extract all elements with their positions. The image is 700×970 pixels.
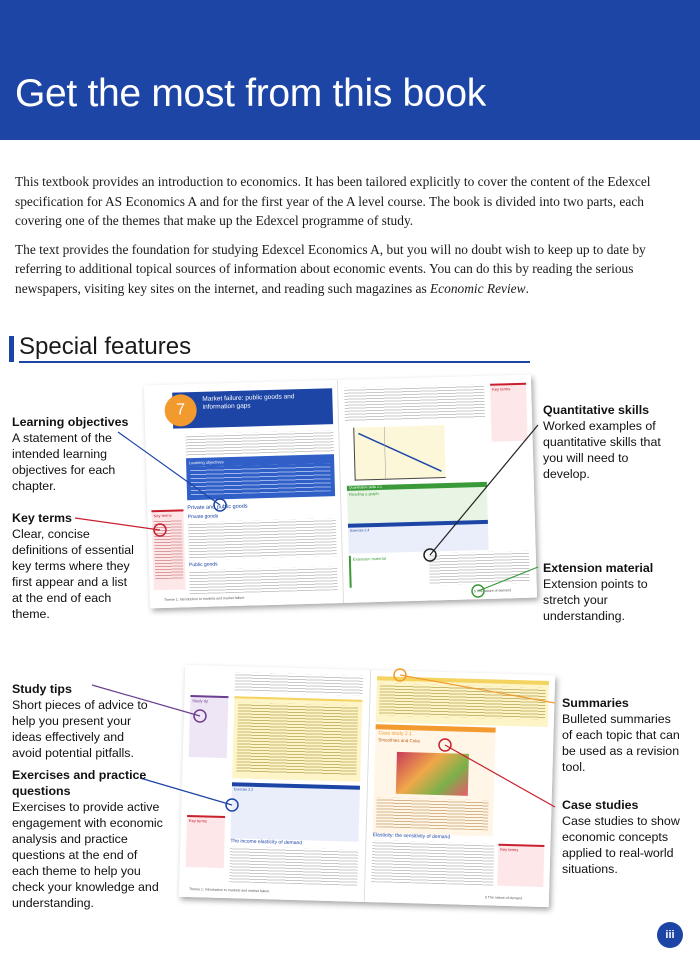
subheading-income-elasticity: The income elasticity of demand [230,838,303,847]
section-accent-bar [9,336,14,362]
objectives-lines [190,463,331,496]
spread-bottom-left-page: Study tip Exercise 2.2 Key terms The inc… [178,664,372,902]
feature-desc: Case studies to show economic concepts a… [562,814,680,876]
feature-title: Summaries [562,696,629,710]
feature-quantitative-skills: Quantitative skills Worked examples of q… [543,402,668,482]
feature-title: Case studies [562,798,639,812]
feature-title: Learning objectives [12,415,129,429]
body-text-block-5 [428,550,530,586]
key-terms-box-bottom: Key terms [185,814,226,869]
summary-box-left [232,696,363,782]
subheading-private-public: Private and public goods [187,503,248,512]
footer-left-2: Theme 1: Introduction to markets and mar… [188,887,270,894]
page-number-badge: iii [657,922,683,948]
learning-objectives-box: Learning objectives [186,454,336,501]
intro-paragraph-2: The text provides the foundation for stu… [15,240,685,299]
exercise-box: Exercise 2.4 [347,519,489,554]
key-terms-box: Key terms [151,509,186,591]
feature-desc: Clear, concise definitions of essential … [12,527,134,621]
section-title: Special features [19,333,192,360]
exercise-box-2: Exercise 2.2 [230,782,361,842]
feature-desc: A statement of the intended learning obj… [12,431,116,493]
body-text-block-2 [187,518,337,561]
section-underline [19,361,530,363]
sample-spread-top: 7 Market failure: public goods and infor… [143,374,538,609]
body-text-block-7 [229,846,359,886]
feature-title: Extension material [543,561,654,575]
intro-paragraph-1: This textbook provides an introduction t… [15,174,651,228]
feature-desc: Exercises to provide active engagement w… [12,800,163,910]
summary-box [375,676,550,728]
graph-figure [353,425,446,481]
feature-title: Quantitative skills [543,403,650,417]
key-terms-lines [153,518,184,580]
exercise-heading-2: Exercise 2.2 [233,787,254,792]
intro-paragraph-2-text: The text provides the foundation for stu… [15,241,646,296]
magazine-title: Economic Review [430,280,526,296]
key-terms-box-bottom-right: Key terms [497,843,545,887]
feature-exercises: Exercises and practice questions Exercis… [12,767,167,911]
key-terms-box-right: Key terms [490,382,528,442]
body-text-block-8 [371,840,495,886]
intro-paragraph-2-end: . [525,280,529,296]
page-title: Get the most from this book [15,72,486,115]
sample-spread-bottom: Study tip Exercise 2.2 Key terms The inc… [178,664,556,908]
feature-learning-objectives: Learning objectives A statement of the i… [12,414,130,494]
subheading-public-goods: Public goods [188,561,218,569]
feature-desc: Bulleted summaries of each topic that ca… [562,712,680,774]
case-study-lines [375,797,489,831]
quant-skills-box: Quantitative skills 2.1 Reading a graph [346,481,488,525]
feature-desc: Short pieces of advice to help you prese… [12,698,148,760]
demand-curve-icon [358,426,442,479]
body-text-block-6 [234,672,364,696]
subheading-private-goods: Private goods [187,513,219,521]
feature-study-tips: Study tips Short pieces of advice to hel… [12,681,152,761]
footer-left: Theme 1: Introduction to markets and mar… [163,595,245,602]
title-banner: Get the most from this book [0,0,700,140]
study-tip-label: Study tip [192,698,208,704]
body-text-block-4 [344,383,486,422]
extension-heading: Extension material [352,555,386,562]
spread-top-left-page: 7 Market failure: public goods and infor… [143,380,345,609]
footer-right: 5 The nature of demand [473,588,512,594]
intro-text: This textbook provides an introduction t… [15,172,685,307]
summary-lines-2 [378,683,546,720]
feature-case-studies: Case studies Case studies to show econom… [562,797,682,877]
body-text-block [185,430,334,457]
case-study-photo [395,751,469,796]
feature-title: Exercises and practice questions [12,768,147,798]
key-terms-label-bottom-right: Key terms [500,846,519,853]
extension-box: Extension material [348,553,428,588]
spread-bottom-right-page: Case study 2.1 Smoothies and Coke Key te… [364,670,556,908]
spread-top-right-page: Key terms Quantitative skills 2.1 Readin… [337,374,538,603]
feature-extension-material: Extension material Extension points to s… [543,560,668,624]
feature-desc: Extension points to stretch your underst… [543,577,648,623]
exercise-heading: Exercise 2.4 [350,528,370,533]
subheading-elasticity: Elasticity: the sensitivity of demand [372,832,451,841]
key-terms-label-bottom: Key terms [188,818,208,824]
feature-desc: Worked examples of quantitative skills t… [543,419,661,481]
feature-title: Study tips [12,682,72,696]
footer-right-2: 5 The nature of demand [484,895,523,901]
body-text-block-3 [189,566,338,595]
key-terms-label-right: Key terms [492,386,511,392]
feature-key-terms: Key terms Clear, concise definitions of … [12,510,140,622]
feature-title: Key terms [12,511,72,525]
feature-summaries: Summaries Bulleted summaries of each top… [562,695,682,775]
case-study-box: Case study 2.1 Smoothies and Coke [372,724,496,837]
summary-lines [236,702,359,776]
study-tip-box: Study tip [188,695,229,759]
